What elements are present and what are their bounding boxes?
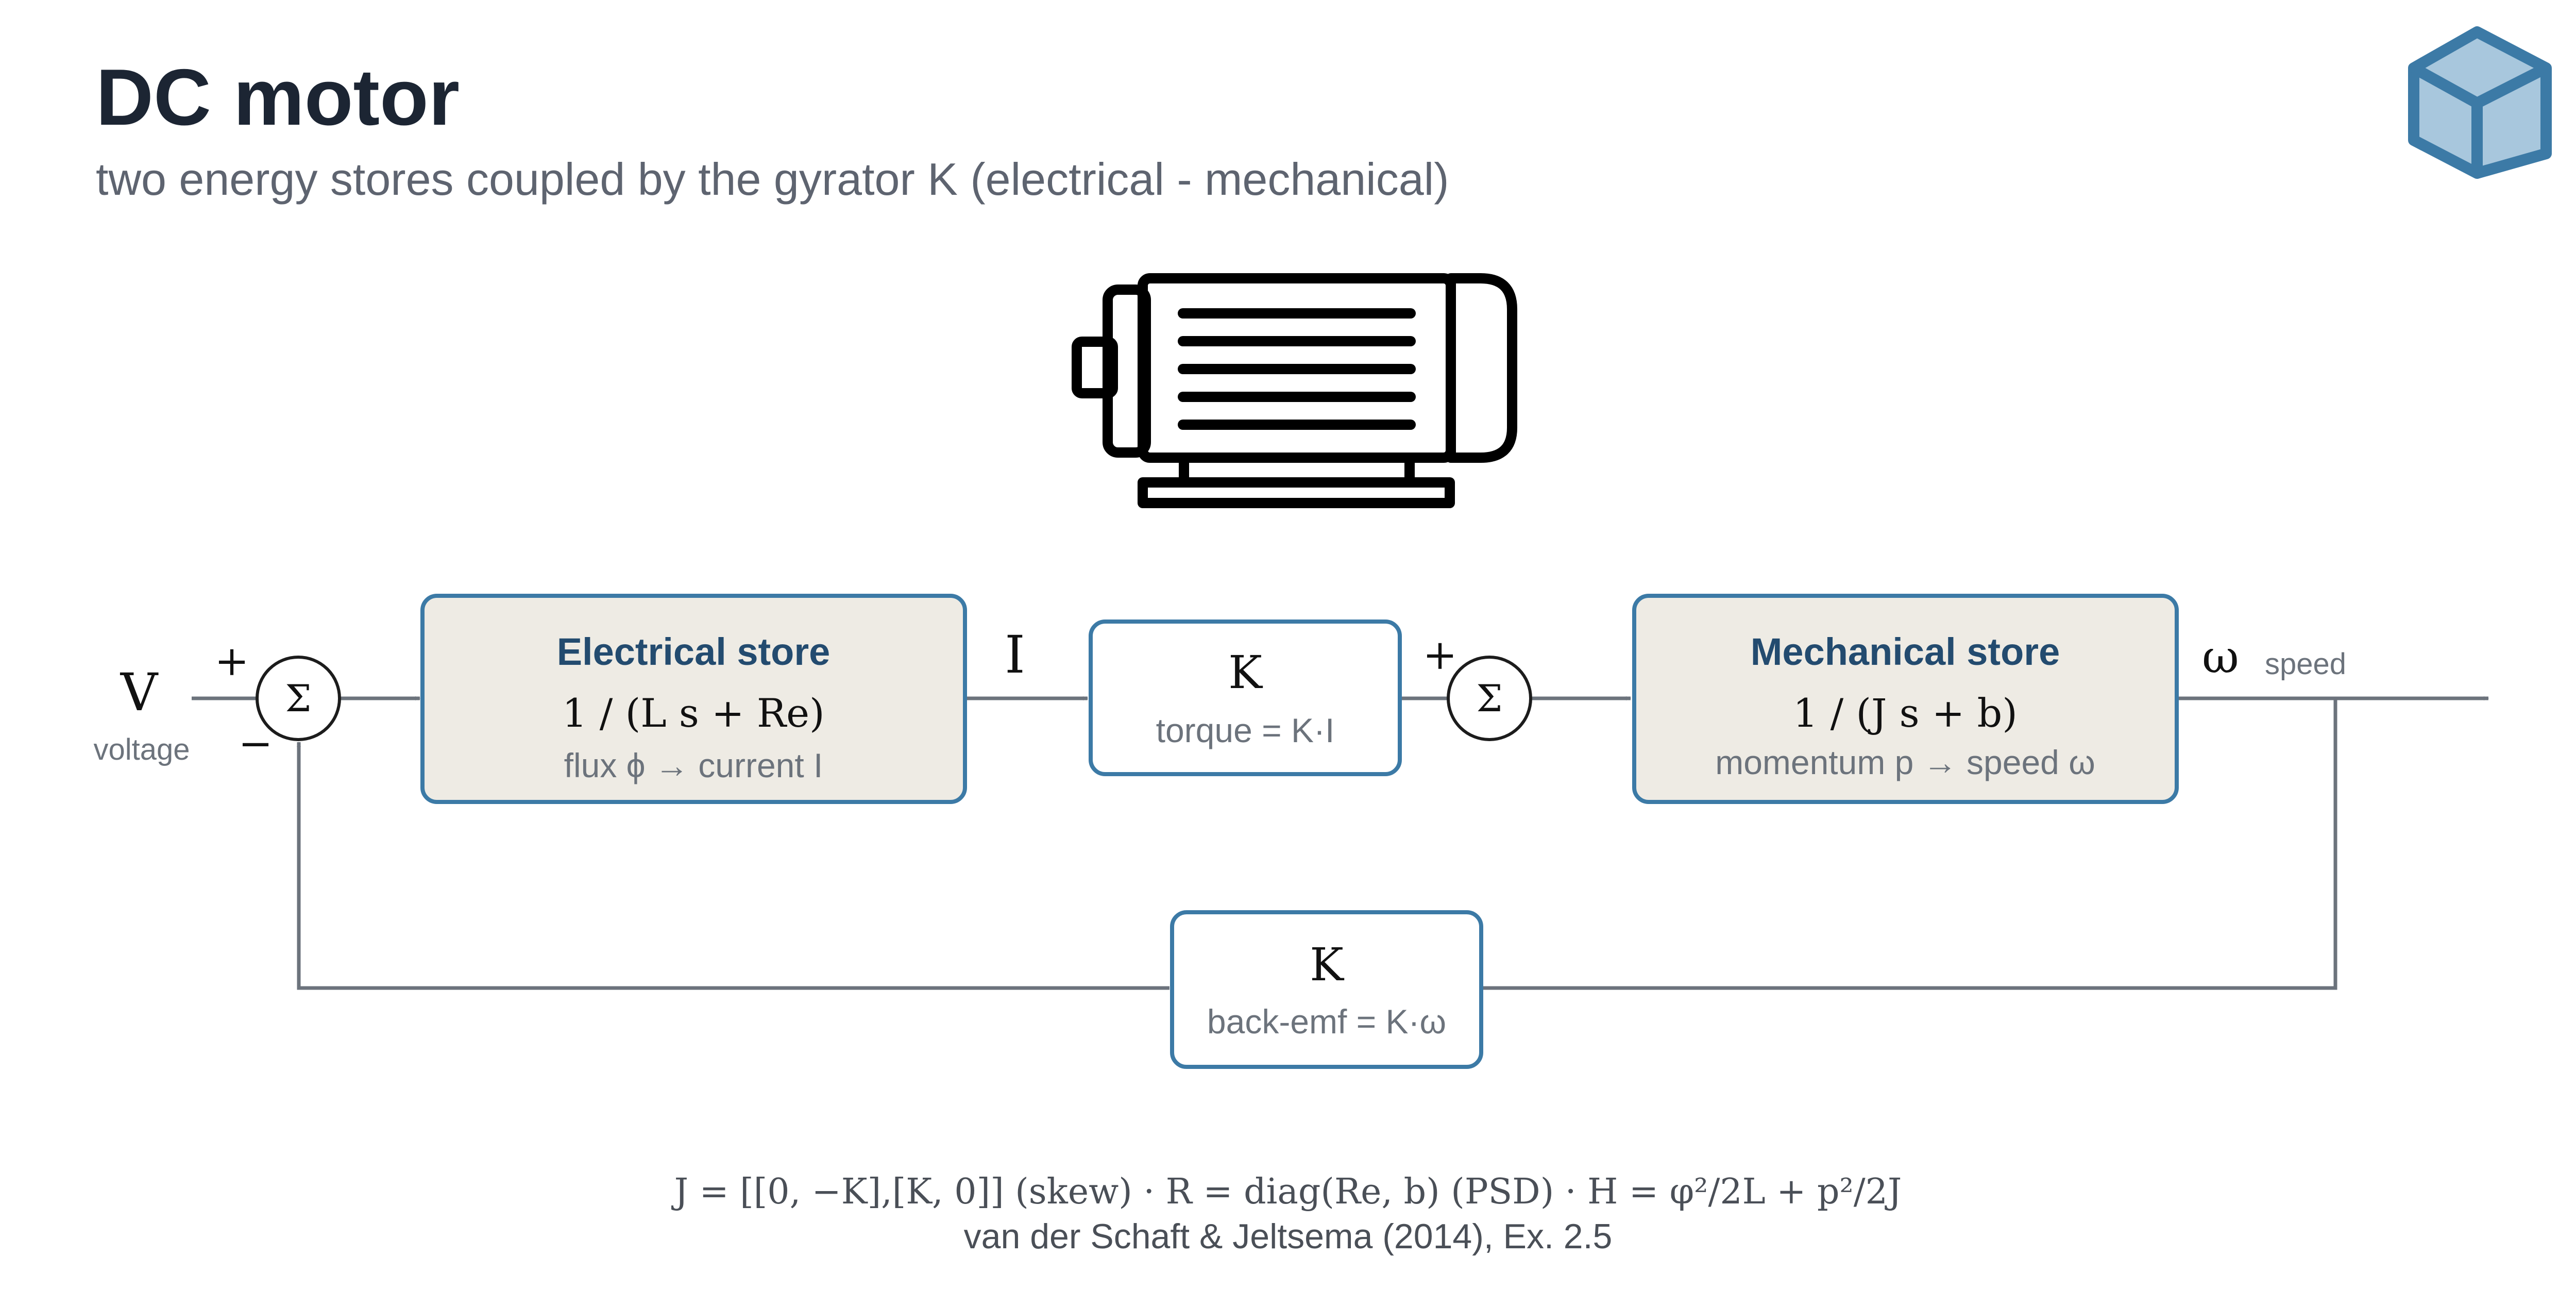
summing-junction-torque: Σ +	[1422, 631, 1532, 741]
torque-gain-symbol: K	[1228, 646, 1263, 699]
sum1-symbol: Σ	[285, 677, 312, 720]
sum1-plus-sign: +	[214, 637, 249, 685]
wire-feedback-out	[1481, 698, 2337, 990]
electrical-store-mapping: flux ϕ → current I	[564, 746, 823, 784]
mechanical-store-title: Mechanical store	[1751, 630, 2060, 673]
dc-motor-icon	[1072, 273, 1517, 508]
mechanical-store-transfer: 1 / (J s + b)	[1793, 690, 2018, 736]
torque-gain-relation: torque = K·I	[1156, 711, 1335, 749]
summing-junction-input: Σ + −	[214, 637, 341, 767]
page-title: DC motor	[96, 53, 460, 142]
sum2-plus-sign: +	[1422, 631, 1457, 679]
back-emf-gain-block: K back-emf = K·ω	[1170, 910, 1483, 1069]
back-emf-gain-relation: back-emf = K·ω	[1207, 1002, 1446, 1041]
output-symbol: ω	[2202, 630, 2239, 683]
input-symbol: V	[120, 662, 159, 723]
back-emf-gain-symbol: K	[1310, 938, 1345, 991]
output-label: speed	[2265, 647, 2346, 681]
footer-reference: van der Schaft & Jeltsema (2014), Ex. 2.…	[964, 1217, 1613, 1256]
electrical-store-transfer: 1 / (L s + Re)	[562, 690, 824, 736]
page-subtitle: two energy stores coupled by the gyrator…	[96, 154, 1449, 205]
cube-logo-icon	[2408, 26, 2552, 179]
input-label: voltage	[93, 733, 190, 766]
electrical-store-title: Electrical store	[557, 630, 831, 673]
torque-gain-block: K torque = K·I	[1089, 620, 1402, 776]
mechanical-store-mapping: momentum p → speed ω	[1715, 743, 2095, 781]
electrical-store-block: Electrical store 1 / (L s + Re) flux ϕ →…	[420, 594, 967, 804]
signal-wires	[192, 696, 2489, 990]
current-label: I	[1005, 625, 1025, 685]
sum1-minus-sign: −	[238, 719, 273, 767]
wire-feedback-in	[297, 742, 1170, 990]
mechanical-store-block: Mechanical store 1 / (J s + b) momentum …	[1632, 594, 2179, 804]
footer-equation: J = [[0, −K],[K, 0]] (skew) · R = diag(R…	[671, 1171, 1902, 1212]
sum2-symbol: Σ	[1477, 677, 1503, 720]
